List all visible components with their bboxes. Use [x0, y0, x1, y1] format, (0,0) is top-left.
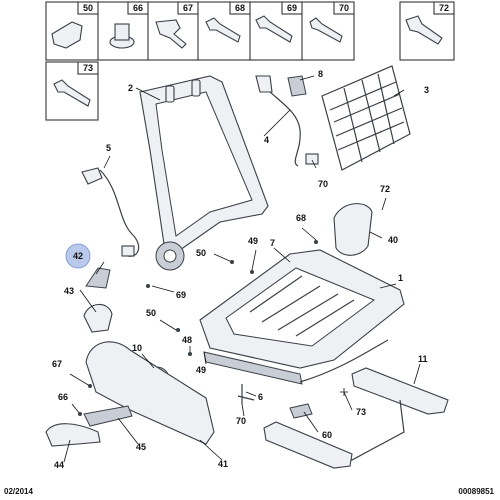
callout-43: 43 — [64, 286, 74, 296]
callout-68: 68 — [296, 213, 306, 223]
seat-rail-60[interactable] — [263, 421, 353, 469]
fastener-marks — [78, 240, 348, 416]
callout-7: 7 — [270, 238, 275, 248]
callout-67: 67 — [52, 359, 62, 369]
fastener-box-69-label: 69 — [287, 3, 297, 13]
callout-69: 69 — [176, 290, 186, 300]
callout-42-highlight[interactable]: 42 — [65, 243, 91, 269]
callout-40: 40 — [388, 235, 398, 245]
handle-43[interactable] — [83, 303, 113, 333]
callout-8: 8 — [318, 69, 323, 79]
fastener-box-68-label: 68 — [235, 3, 245, 13]
callout-50-b: 50 — [146, 308, 156, 318]
callout-72: 72 — [380, 184, 390, 194]
seat-back-spring-mat[interactable] — [321, 65, 411, 171]
seat-back-frame[interactable] — [139, 75, 269, 271]
callout-1: 1 — [398, 273, 403, 283]
fastener-box-66-label: 66 — [133, 3, 143, 13]
callout-11: 11 — [418, 354, 428, 364]
screw-73-icon — [53, 79, 91, 107]
screw-72-icon — [405, 15, 443, 45]
callout-73: 73 — [356, 407, 366, 417]
harness-4[interactable] — [255, 75, 319, 167]
fastener-box-69[interactable]: 69 — [249, 1, 303, 61]
callout-70-a: 70 — [318, 179, 328, 189]
pin-70-icon — [309, 17, 343, 43]
callout-3: 3 — [424, 85, 429, 95]
part-8[interactable] — [287, 75, 307, 97]
callout-50-a: 50 — [196, 248, 206, 258]
footer-reference: 00089851 — [458, 487, 494, 496]
fastener-box-73[interactable]: 73 — [45, 61, 99, 121]
clip-60[interactable] — [289, 403, 313, 419]
fastener-box-72-label: 72 — [439, 3, 449, 13]
callout-5: 5 — [106, 143, 111, 153]
callout-66: 66 — [58, 392, 68, 402]
part-6[interactable] — [237, 384, 255, 404]
seat-side-trim-41[interactable] — [85, 341, 215, 445]
screw-68-icon — [205, 17, 241, 43]
fastener-box-72[interactable]: 72 — [399, 1, 455, 61]
fastener-box-50[interactable]: 50 — [45, 1, 99, 61]
handle-44[interactable] — [45, 423, 101, 447]
callout-41: 41 — [218, 459, 228, 469]
callout-60: 60 — [322, 430, 332, 440]
fastener-box-67-label: 67 — [183, 3, 193, 13]
fastener-box-70[interactable]: 70 — [301, 1, 355, 61]
wire-bar — [299, 339, 389, 383]
clip-50-icon — [51, 21, 83, 49]
callout-45: 45 — [136, 442, 146, 452]
callout-42: 42 — [73, 251, 83, 261]
leader-lines — [63, 75, 421, 463]
callout-49-b: 49 — [196, 365, 206, 375]
callout-2: 2 — [128, 83, 133, 93]
callout-10: 10 — [132, 343, 142, 353]
callout-6: 6 — [258, 392, 263, 402]
fastener-box-70-label: 70 — [339, 3, 349, 13]
callout-4: 4 — [264, 135, 269, 145]
screw-67-icon — [155, 19, 187, 49]
fastener-box-50-label: 50 — [83, 3, 93, 13]
fastener-box-73-label: 73 — [83, 63, 93, 73]
lever-42[interactable] — [85, 267, 111, 289]
bracket-45[interactable] — [83, 405, 133, 427]
side-cover-40[interactable] — [333, 203, 373, 256]
footer-date: 02/2014 — [4, 487, 33, 496]
callout-48: 48 — [182, 335, 192, 345]
fastener-box-66[interactable]: 66 — [97, 1, 149, 61]
seat-base-frame[interactable] — [199, 249, 405, 385]
callout-70-b: 70 — [236, 416, 246, 426]
callout-49-a: 49 — [248, 236, 258, 246]
fastener-box-68[interactable]: 68 — [197, 1, 251, 61]
callouts: 2 3 4 5 8 70 72 40 68 7 49 50 69 1 42 43… — [52, 69, 429, 470]
screw-69-icon — [255, 15, 293, 43]
fastener-box-67[interactable]: 67 — [147, 1, 199, 61]
cable-5[interactable] — [81, 167, 140, 257]
callout-44: 44 — [54, 460, 64, 470]
